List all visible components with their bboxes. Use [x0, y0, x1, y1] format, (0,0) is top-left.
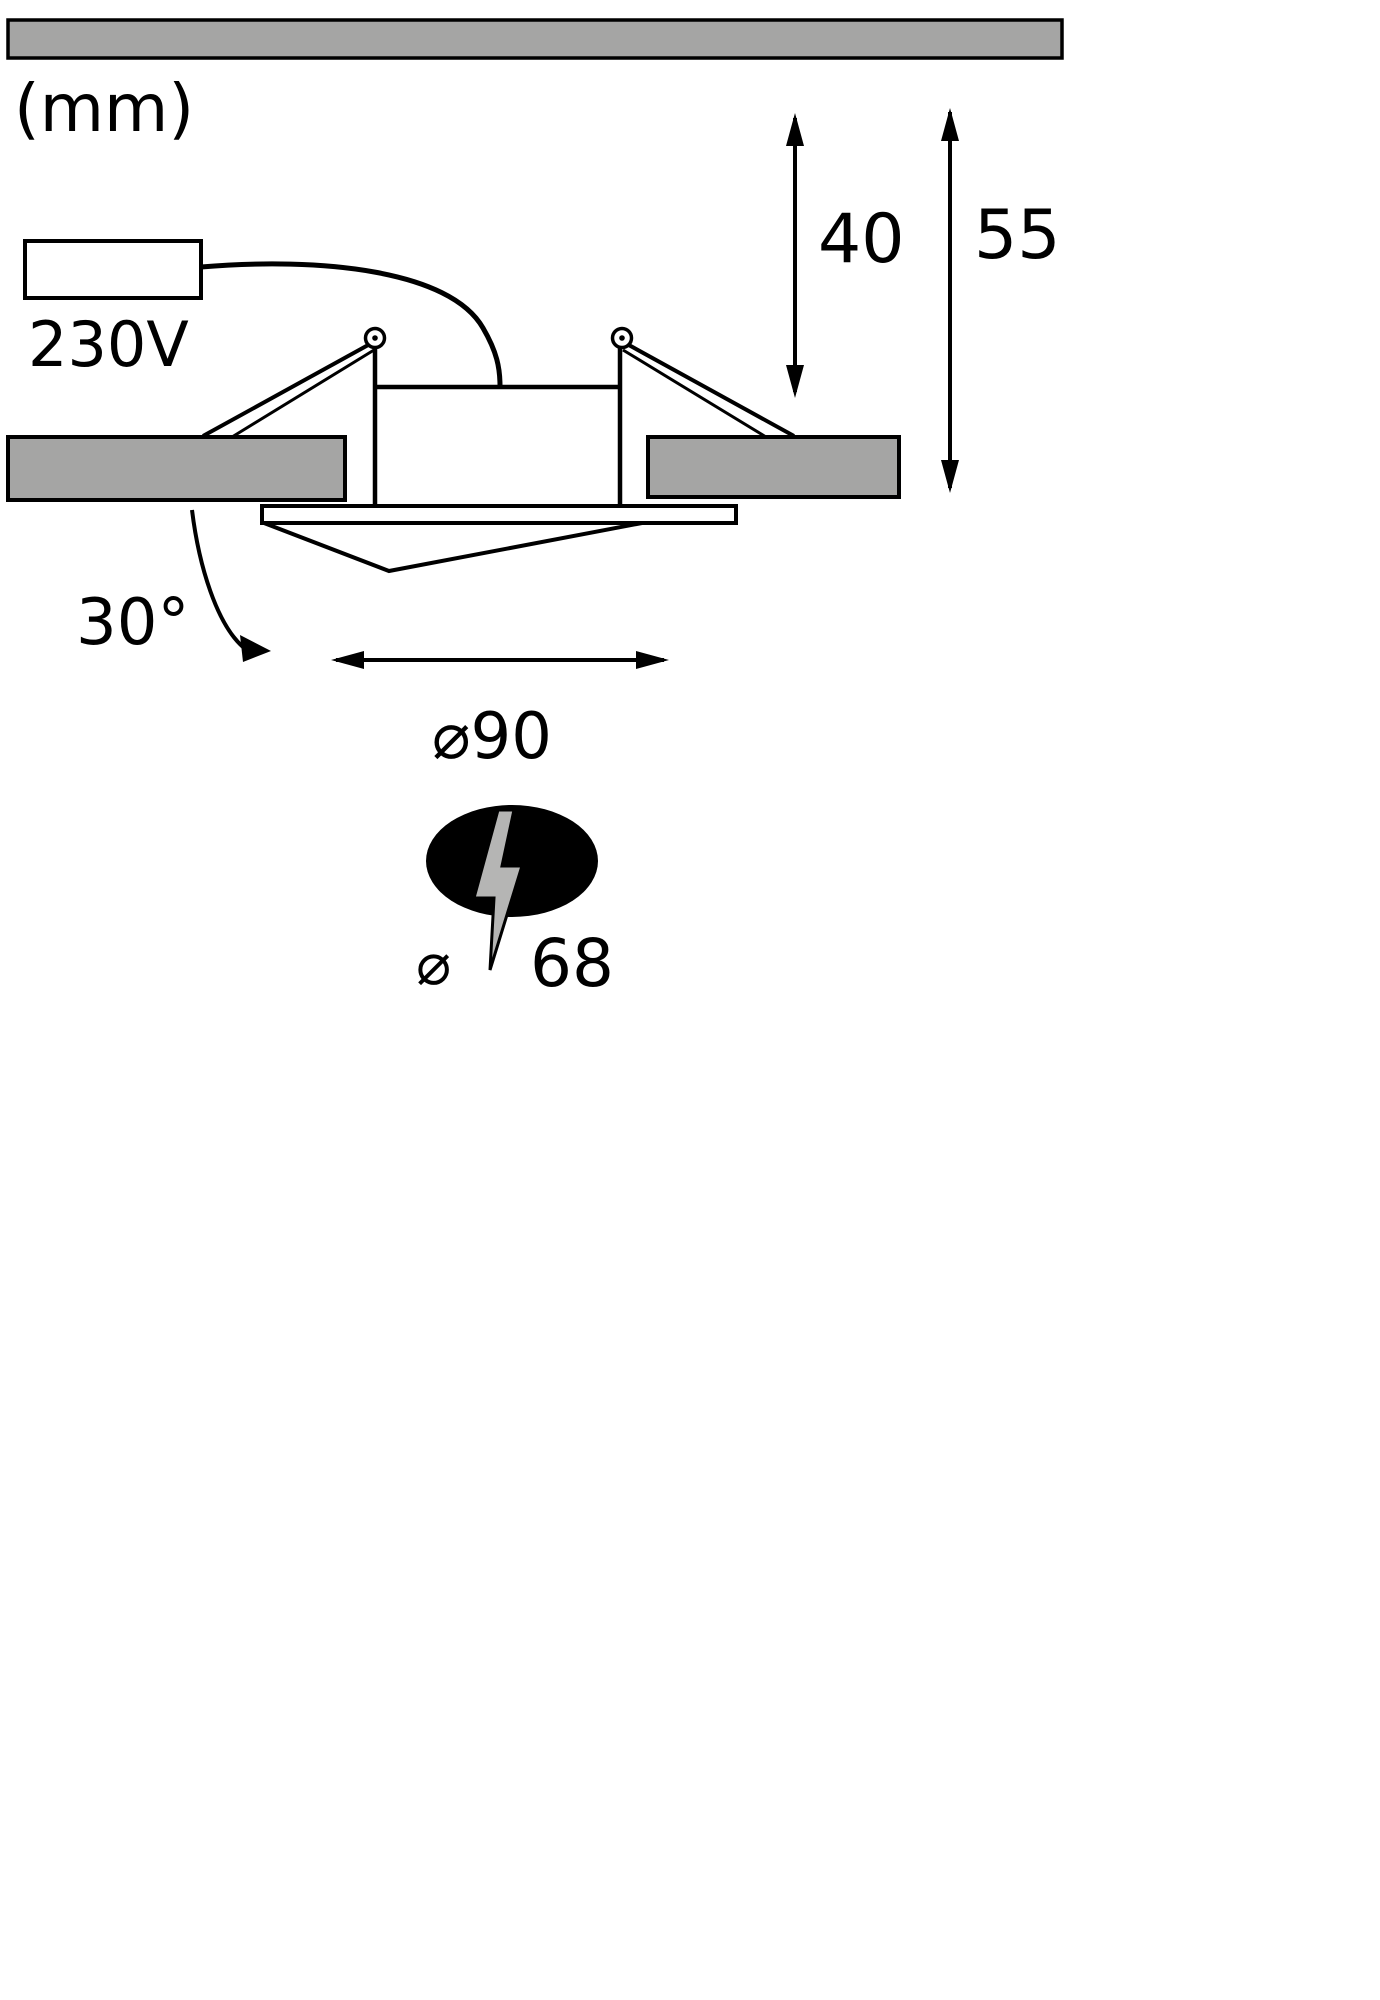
dim-40-arrowhead-bottom [786, 365, 804, 398]
ceiling-section-left [6, 435, 347, 502]
cutout-ellipse [426, 805, 598, 917]
pivot-right-center-dot [619, 335, 625, 341]
dim-55-arrowhead-bottom [941, 460, 959, 493]
transformer-box [23, 239, 203, 300]
spring-clip-right-inner [622, 348, 767, 439]
cutout-diameter-symbol: ⌀ [416, 930, 451, 998]
tilted-lamp-face [263, 521, 643, 574]
spring-clip-right-outer [626, 342, 795, 438]
cutout-diameter-value: 68 [530, 925, 614, 1002]
trim-ring [260, 504, 738, 525]
lightning-bolt-icon [472, 808, 525, 971]
dim-90-arrowhead-right [636, 651, 669, 669]
dim-40-arrowhead-top [786, 113, 804, 146]
dim-90-label: ⌀90 [432, 700, 552, 774]
tilt-angle-arc [190, 509, 245, 649]
pivot-left-center-dot [372, 335, 378, 341]
spring-clip-left-inner [231, 348, 375, 439]
dim-40-label: 40 [818, 200, 905, 279]
tilt-angle-label: 30° [76, 586, 189, 660]
ceiling-section-right [646, 435, 901, 499]
power-cable [200, 261, 503, 387]
spring-clip-left-outer [202, 342, 371, 438]
dim-55-label: 55 [974, 196, 1061, 275]
voltage-label: 230V [28, 308, 189, 381]
dim-55-arrowhead-top [941, 108, 959, 141]
ceiling-panel-bar [6, 18, 1064, 60]
dim-90-arrowhead-left [331, 651, 364, 669]
unit-label: (mm) [14, 70, 194, 147]
tilt-angle-arrowhead [240, 635, 271, 662]
